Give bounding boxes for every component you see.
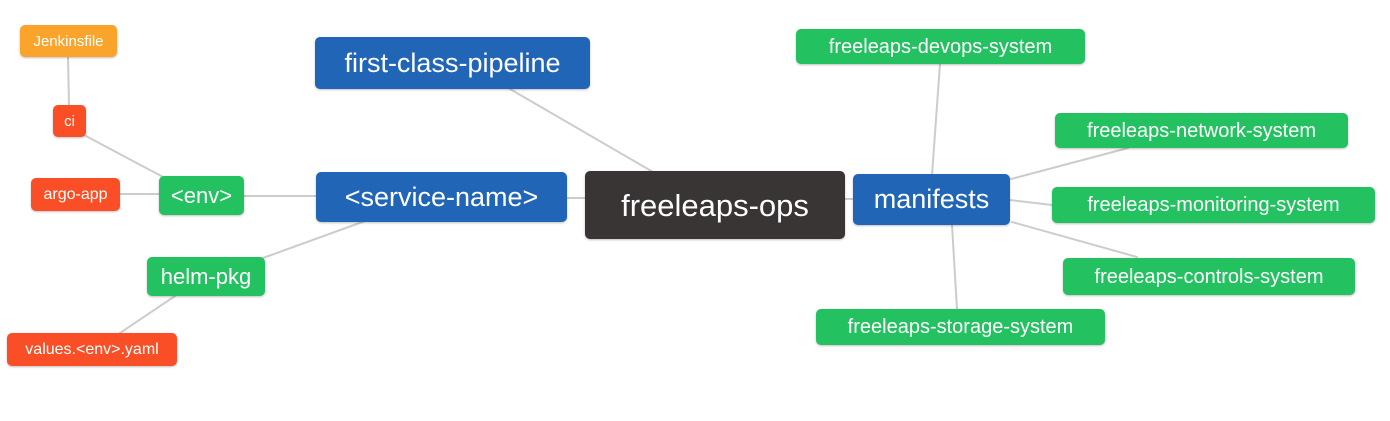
edge-helmpkg-servicename xyxy=(262,220,366,259)
node-helm-pkg-label: helm-pkg xyxy=(160,263,252,289)
node-first-class-pipeline[interactable]: first-class-pipeline xyxy=(315,37,590,89)
node-freeleaps-ops[interactable]: freeleaps-ops xyxy=(585,171,845,239)
edge-manifests-controls xyxy=(1011,221,1138,258)
node-freeleaps-network-system-label: freeleaps-network-system xyxy=(1087,119,1316,142)
edge-manifests-network xyxy=(1010,147,1129,180)
edge-manifests-storage xyxy=(951,224,958,310)
node-freeleaps-ops-label: freeleaps-ops xyxy=(621,187,809,223)
node-freeleaps-monitoring-system-label: freeleaps-monitoring-system xyxy=(1087,194,1340,216)
edge-jenkinsfile-ci xyxy=(67,56,70,107)
node-manifests[interactable]: manifests xyxy=(853,174,1010,225)
node-freeleaps-storage-system-label: freeleaps-storage-system xyxy=(847,316,1074,338)
node-freeleaps-controls-system-label: freeleaps-controls-system xyxy=(1094,265,1324,288)
node-manifests-label: manifests xyxy=(873,184,990,214)
edge-manifests-devops xyxy=(931,63,941,176)
node-service-name-label: <service-name> xyxy=(344,181,539,212)
node-jenkinsfile-label: Jenkinsfile xyxy=(33,32,104,50)
node-helm-pkg[interactable]: helm-pkg xyxy=(147,257,265,296)
node-env-label: <env> xyxy=(170,182,233,208)
node-values-env-yaml-label: values.<env>.yaml xyxy=(25,340,159,358)
node-freeleaps-devops-system-label: freeleaps-devops-system xyxy=(828,35,1053,58)
node-argo-app-label: argo-app xyxy=(43,185,108,203)
node-ci-label: ci xyxy=(64,112,75,130)
node-ci[interactable]: ci xyxy=(53,105,86,137)
node-freeleaps-controls-system[interactable]: freeleaps-controls-system xyxy=(1063,258,1355,295)
node-freeleaps-monitoring-system[interactable]: freeleaps-monitoring-system xyxy=(1052,187,1375,223)
node-freeleaps-storage-system[interactable]: freeleaps-storage-system xyxy=(816,309,1105,345)
node-freeleaps-network-system[interactable]: freeleaps-network-system xyxy=(1055,113,1348,148)
node-values-env-yaml[interactable]: values.<env>.yaml xyxy=(7,333,177,366)
node-argo-app[interactable]: argo-app xyxy=(31,178,120,211)
edge-ci-env xyxy=(83,134,166,179)
edge-manifests-monitoring xyxy=(1009,199,1053,206)
node-first-class-pipeline-label: first-class-pipeline xyxy=(344,47,561,78)
node-freeleaps-devops-system[interactable]: freeleaps-devops-system xyxy=(796,29,1085,64)
node-service-name[interactable]: <service-name> xyxy=(316,172,567,222)
node-jenkinsfile[interactable]: Jenkinsfile xyxy=(20,25,117,57)
edge-pipeline-freeleapsops xyxy=(509,88,654,173)
node-env[interactable]: <env> xyxy=(159,176,244,215)
edge-values-helmpkg xyxy=(119,295,176,334)
